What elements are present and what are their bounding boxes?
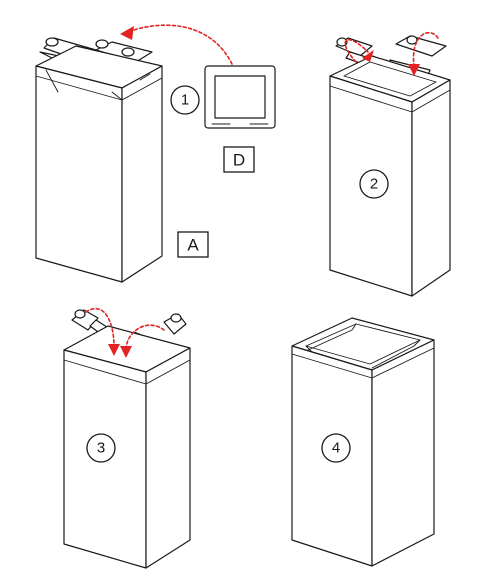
step-4-marker: 4: [321, 433, 351, 463]
box-step-4: [291, 317, 435, 567]
label-a: A: [177, 231, 209, 258]
step-3-number: 3: [97, 440, 105, 457]
insert-d: [204, 65, 276, 129]
step-1-marker: 1: [170, 85, 200, 115]
step-2-marker: 2: [359, 169, 389, 199]
box-a-open: [35, 37, 163, 283]
arrows-step-3: [85, 307, 165, 358]
box-step-2: [329, 35, 451, 297]
arrows-step-2: [344, 32, 439, 76]
arrow-insert-to-box: [120, 24, 233, 65]
label-a-text: A: [187, 236, 199, 255]
step-4-number: 4: [332, 440, 340, 457]
step-3-marker: 3: [86, 433, 116, 463]
step-2-number: 2: [370, 176, 378, 193]
label-d: D: [223, 146, 255, 173]
label-d-text: D: [233, 151, 245, 170]
step-1-number: 1: [181, 92, 189, 109]
